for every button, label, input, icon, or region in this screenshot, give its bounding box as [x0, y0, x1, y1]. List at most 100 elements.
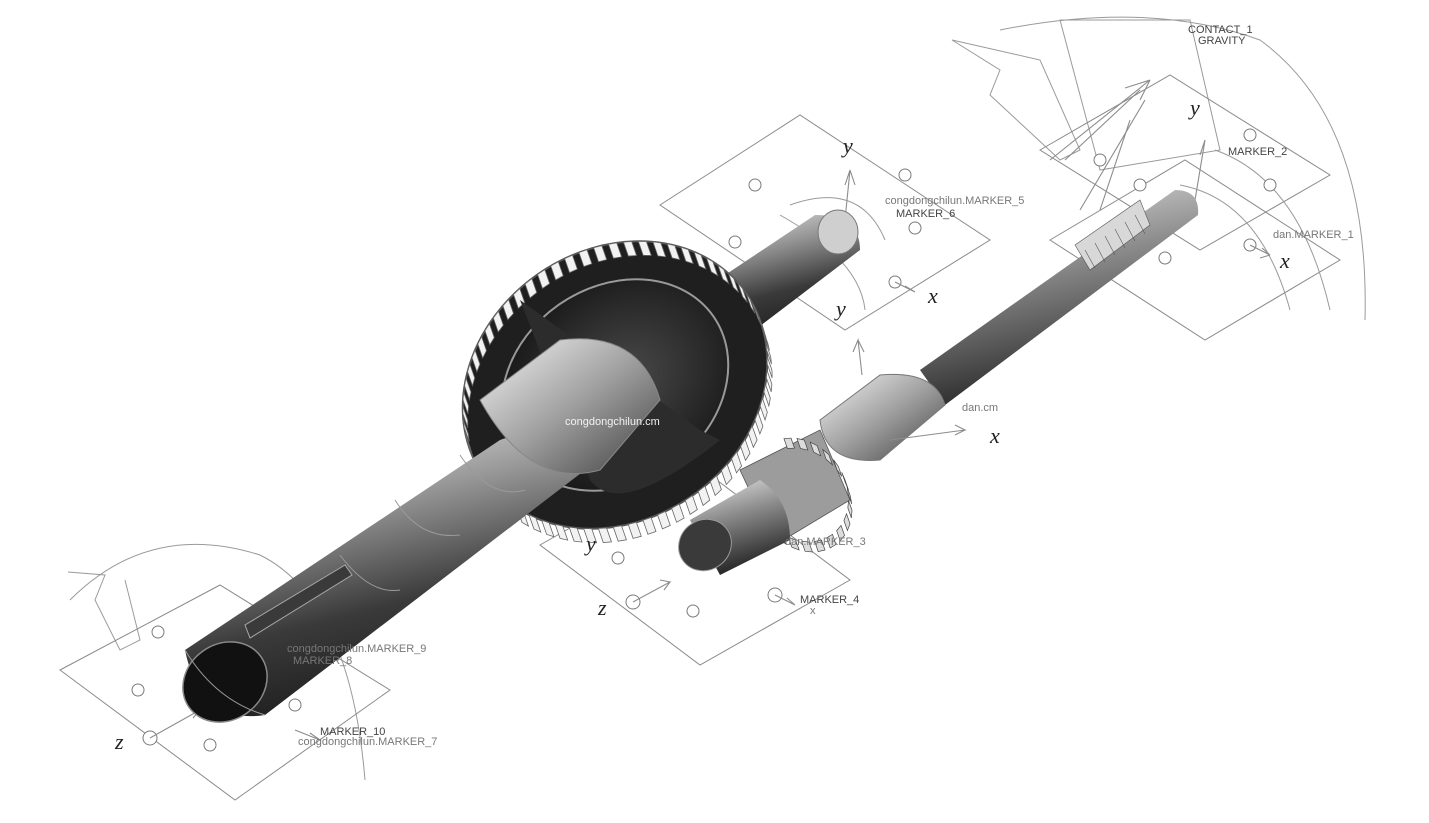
- gear-tooth: [720, 463, 733, 486]
- marker-8-label[interactable]: MARKER_8: [293, 655, 352, 667]
- gear-tooth: [627, 521, 642, 539]
- axis-z-lower-middle: z: [597, 595, 607, 620]
- axis-y-middle: y: [834, 296, 846, 321]
- marker-4-x-label: x: [810, 605, 816, 617]
- gear-tooth: [731, 451, 743, 474]
- gear-tooth: [740, 438, 751, 462]
- gear-tooth: [541, 519, 555, 538]
- axis-x-top-right: x: [1279, 248, 1290, 273]
- dan-marker-1-label[interactable]: dan.MARKER_1: [1273, 229, 1354, 241]
- axis-y-lower-middle: y: [584, 531, 596, 556]
- gravity-label[interactable]: GRAVITY: [1198, 35, 1246, 47]
- gear-tooth: [484, 322, 495, 346]
- marker-6-label[interactable]: MARKER_6: [896, 208, 955, 220]
- gear-tooth: [652, 241, 667, 258]
- gear-tooth: [847, 500, 853, 519]
- gear-tooth: [464, 433, 473, 455]
- gear-tooth: [622, 241, 638, 257]
- gear-tooth: [583, 528, 598, 544]
- gear-tooth: [666, 243, 681, 261]
- gear-tooth: [462, 419, 470, 442]
- gear-tooth: [763, 382, 771, 408]
- gear-tooth: [471, 349, 481, 373]
- gear-tooth: [693, 251, 707, 270]
- dan-cm-label[interactable]: dan.cm: [962, 402, 998, 414]
- gear-tooth: [657, 510, 671, 530]
- gear-tooth: [502, 298, 514, 321]
- marker-10-label[interactable]: MARKER_10: [320, 726, 385, 738]
- gear-tooth: [796, 438, 809, 451]
- gear-tooth: [754, 411, 764, 435]
- gear-tooth: [846, 486, 853, 505]
- gear-tooth: [737, 282, 748, 303]
- axis-y-top-right: y: [1188, 95, 1200, 120]
- marker-7-label[interactable]: congdongchilun.MARKER_7: [298, 736, 437, 748]
- gear-tooth: [728, 273, 740, 293]
- marker-5-label[interactable]: congdongchilun.MARKER_5: [885, 195, 1024, 207]
- gear-tooth: [593, 245, 608, 263]
- gear-tooth: [467, 362, 476, 388]
- congdongchilun-cm-label[interactable]: congdongchilun.cm: [565, 416, 660, 428]
- contact-region: [951, 16, 1366, 341]
- gear-tooth: [642, 516, 657, 535]
- gear-tooth: [705, 256, 719, 277]
- gear-tooth: [637, 240, 652, 256]
- gear-tooth: [709, 474, 722, 497]
- gear-tooth: [809, 441, 822, 457]
- axis-x-dan-cm: x: [989, 423, 1000, 448]
- gear-tooth: [836, 524, 845, 542]
- gear-tooth: [528, 514, 542, 533]
- gear-tooth: [492, 310, 504, 333]
- gear-tooth: [765, 342, 772, 365]
- gear-tooth: [477, 335, 487, 360]
- gear-tooth: [462, 391, 469, 415]
- gear-tooth: [766, 356, 773, 378]
- gear-tooth: [717, 263, 730, 285]
- gear-tooth: [814, 539, 826, 552]
- gear-tooth: [578, 249, 593, 268]
- gear-tooth: [597, 527, 613, 543]
- gear-tooth: [801, 540, 813, 553]
- gear-tooth: [833, 459, 843, 477]
- gear-tooth: [821, 448, 834, 466]
- gear-tooth: [826, 533, 837, 549]
- pinion-shaft: [678, 190, 1199, 575]
- main-shaft: [182, 338, 661, 723]
- gear-tooth: [671, 503, 685, 523]
- gear-tooth: [568, 526, 583, 543]
- gear-tooth: [680, 246, 694, 265]
- gear-tooth: [607, 242, 623, 259]
- gear-tooth: [684, 494, 698, 515]
- gear-tooth: [554, 523, 569, 541]
- gear-tooth: [748, 424, 758, 449]
- gear-tooth: [564, 254, 578, 274]
- gear-tooth: [759, 396, 768, 422]
- axis-labels: y x y y x x y z z: [114, 95, 1290, 754]
- gear-tooth: [464, 376, 472, 402]
- dan-marker-3-label[interactable]: dan.MARKER_3: [785, 536, 866, 548]
- gear-tooth: [524, 277, 538, 299]
- gear-tooth: [697, 485, 711, 507]
- gear-tooth: [762, 329, 770, 351]
- gear-tooth: [783, 437, 796, 450]
- gear-tooth: [550, 261, 564, 281]
- gear-tooth: [843, 512, 851, 532]
- marker-2-label[interactable]: MARKER_2: [1228, 146, 1287, 158]
- gear-tooth: [537, 269, 551, 290]
- labels: CONTACT_1 GRAVITY MARKER_2 dan.MARKER_1 …: [287, 24, 1354, 748]
- contact-label[interactable]: CONTACT_1: [1188, 24, 1253, 36]
- marker-4-label[interactable]: MARKER_4: [800, 594, 859, 606]
- axis-y-upper-middle: y: [841, 133, 853, 158]
- marker-9-label[interactable]: congdongchilun.MARKER_9: [287, 643, 426, 655]
- gear-tooth: [745, 293, 756, 314]
- gear-tooth: [752, 304, 762, 326]
- gear-tooth: [462, 406, 469, 428]
- gear-tooth: [787, 536, 800, 551]
- marker-7-plate: [59, 543, 391, 801]
- gear-tooth: [612, 525, 627, 542]
- gear-tooth: [765, 369, 773, 393]
- marker-6-plate: [659, 114, 991, 331]
- axis-x-middle: x: [927, 283, 938, 308]
- axis-z-left: z: [114, 729, 124, 754]
